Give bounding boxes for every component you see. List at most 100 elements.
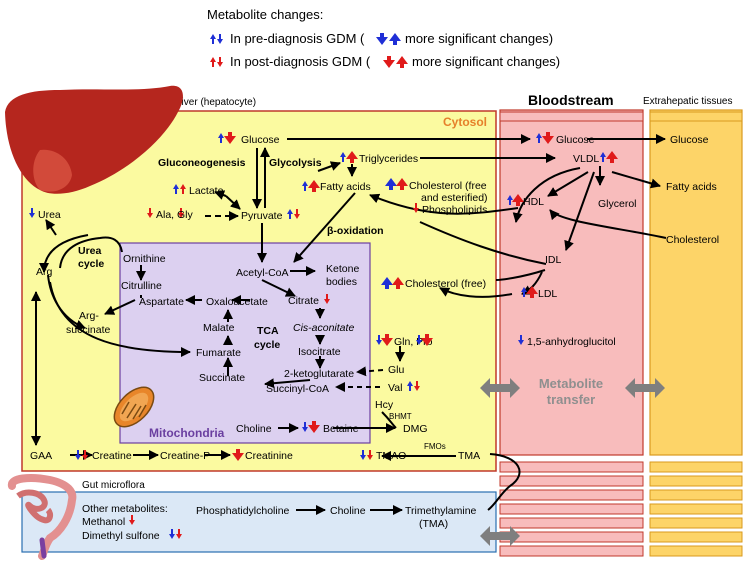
tma-label: TMA — [458, 450, 480, 462]
legend-pre-sig-up-icon — [389, 33, 401, 45]
gut-choline-label: Choline — [330, 505, 366, 517]
betaine-node: Betaine — [302, 421, 359, 435]
choline-label: Choline — [236, 423, 272, 435]
tmao-node: TMAO — [360, 450, 406, 462]
legend-post-text: In post-diagnosis GDM ( — [230, 54, 371, 69]
legend-pre-up-icon — [210, 34, 216, 44]
svg-text:Triglycerides: Triglycerides — [359, 153, 418, 165]
anhydroglucitol-node: 1,5-anhydroglucitol — [518, 335, 616, 348]
legend-post-sig-up-icon — [396, 56, 408, 68]
mitochondria-label: Mitochondria — [149, 426, 225, 440]
transfer-arrow-ext-icon — [625, 378, 665, 398]
arg-succinate-label-2: succinate — [66, 324, 111, 336]
oxaloacetate-label: Oxaloacetate — [206, 296, 268, 308]
svg-text:Glucose: Glucose — [556, 134, 595, 146]
gln-pro-node: Gln, Pro — [376, 334, 433, 348]
svg-text:Creatine: Creatine — [92, 450, 132, 462]
transfer-arrow-liver-icon — [480, 378, 520, 398]
svg-text:Val: Val — [388, 382, 402, 394]
svg-text:Dimethyl sulfone: Dimethyl sulfone — [82, 530, 160, 542]
ala-gly-node: Ala, Gly — [147, 208, 194, 221]
creatinine-node: Creatinine — [232, 449, 293, 462]
glucose-node: Glucose — [218, 132, 280, 146]
ketone-label-1: Ketone — [326, 263, 359, 275]
ketone-label-2: bodies — [326, 276, 357, 288]
val-node: Val — [388, 381, 420, 394]
metabolite-labels: Glucose Gluconeogenesis Glycolysis Lacta… — [29, 132, 719, 542]
pyruvate-node: Pyruvate — [241, 209, 300, 222]
aspartate-label: Aspartate — [139, 296, 184, 308]
legend-title: Metabolite changes: — [207, 7, 323, 22]
isocitrate-label: Isocitrate — [298, 346, 341, 358]
dmg-label: DMG — [403, 423, 428, 435]
trimethylamine-label: Trimethylamine — [405, 505, 477, 517]
beta-oxidation-label: β-oxidation — [327, 225, 384, 237]
citrulline-label: Citrulline — [121, 280, 162, 292]
blood-glucose-node: Glucose — [536, 132, 595, 146]
glycerol-label: Glycerol — [598, 198, 637, 210]
mitochondria-compartment: Mitochondria — [113, 242, 371, 444]
arg-succinate-label-1: Arg- — [79, 310, 99, 322]
cytosol-label: Cytosol — [443, 115, 487, 129]
acetyl-coa-label: Acetyl-CoA — [236, 267, 289, 279]
legend: Metabolite changes: In pre-diagnosis GDM… — [207, 7, 560, 69]
metabolite-transfer: Metabolite transfer — [480, 376, 665, 546]
extrahepatic-column: Extrahepatic tissues — [643, 96, 743, 557]
svg-text:LDL: LDL — [538, 288, 557, 300]
svg-text:Glucose: Glucose — [241, 134, 280, 146]
svg-text:TMAO: TMAO — [376, 450, 406, 462]
bhmt-label: BHMT — [389, 412, 412, 421]
legend-post-down-icon — [217, 57, 223, 67]
arg-label: Arg — [36, 266, 53, 278]
legend-pre-tail: more significant changes) — [405, 31, 553, 46]
svg-text:VLDL: VLDL — [573, 153, 599, 165]
legend-post-up-icon — [210, 57, 216, 67]
svg-text:Cholesterol (free: Cholesterol (free — [409, 180, 487, 192]
svg-text:1,5-anhydroglucitol: 1,5-anhydroglucitol — [527, 336, 616, 348]
hdl-node: HDL — [507, 194, 544, 208]
cholesterol-free-node: Cholesterol (free) — [381, 277, 486, 290]
fumarate-label: Fumarate — [196, 347, 241, 359]
succinyl-coa-label: Succinyl-CoA — [266, 383, 329, 395]
cholesterol-phospholipid-node: Cholesterol (free and esterified) Phosph… — [385, 178, 488, 216]
ketoglutarate-label: 2-ketoglutarate — [284, 368, 354, 380]
creatine-p-label: Creatine-P — [160, 450, 210, 462]
transfer-arrow-gut-icon — [480, 526, 520, 546]
glu-label: Glu — [388, 364, 405, 376]
citrate-node: Citrate — [288, 294, 330, 307]
creatine-node: Creatine — [75, 450, 132, 462]
mitochondrion-icon — [113, 386, 155, 428]
svg-text:Cholesterol (free): Cholesterol (free) — [405, 278, 486, 290]
hcy-label: Hcy — [375, 399, 394, 411]
svg-text:and esterified): and esterified) — [421, 192, 488, 204]
liver-organ-icon — [5, 85, 183, 194]
tca-cycle-label-2: cycle — [254, 339, 280, 351]
idl-label: IDL — [545, 254, 562, 266]
other-metabolites-label: Other metabolites: — [82, 503, 168, 515]
legend-pre-text: In pre-diagnosis GDM ( — [230, 31, 365, 46]
ornithine-label: Ornithine — [123, 253, 166, 265]
legend-post-tail: more significant changes) — [412, 54, 560, 69]
fatty-acids-node: Fatty acids — [302, 180, 371, 193]
svg-text:Betaine: Betaine — [323, 423, 359, 435]
svg-text:Citrate: Citrate — [288, 295, 319, 307]
ext-fatty-acids-label: Fatty acids — [666, 181, 717, 193]
vldl-node: VLDL — [573, 151, 618, 165]
svg-text:Methanol: Methanol — [82, 516, 125, 528]
tca-cycle-label-1: TCA — [257, 325, 279, 337]
gut-compartment: Gut microflora — [8, 474, 497, 560]
svg-text:HDL: HDL — [523, 196, 544, 208]
svg-text:Phospholipids: Phospholipids — [422, 204, 487, 216]
legend-post-sig-down-icon — [383, 56, 395, 68]
bloodstream-label: Bloodstream — [528, 92, 614, 108]
extrahepatic-label: Extrahepatic tissues — [643, 96, 733, 107]
svg-text:Pyruvate: Pyruvate — [241, 210, 283, 222]
svg-text:Ala, Gly: Ala, Gly — [156, 209, 194, 221]
liver-label: Liver (hepatocyte) — [176, 97, 256, 108]
svg-text:Urea: Urea — [38, 209, 61, 221]
legend-pre-sig-down-icon — [376, 33, 388, 45]
methanol-node: Methanol — [82, 515, 135, 528]
gut-label: Gut microflora — [82, 480, 145, 491]
